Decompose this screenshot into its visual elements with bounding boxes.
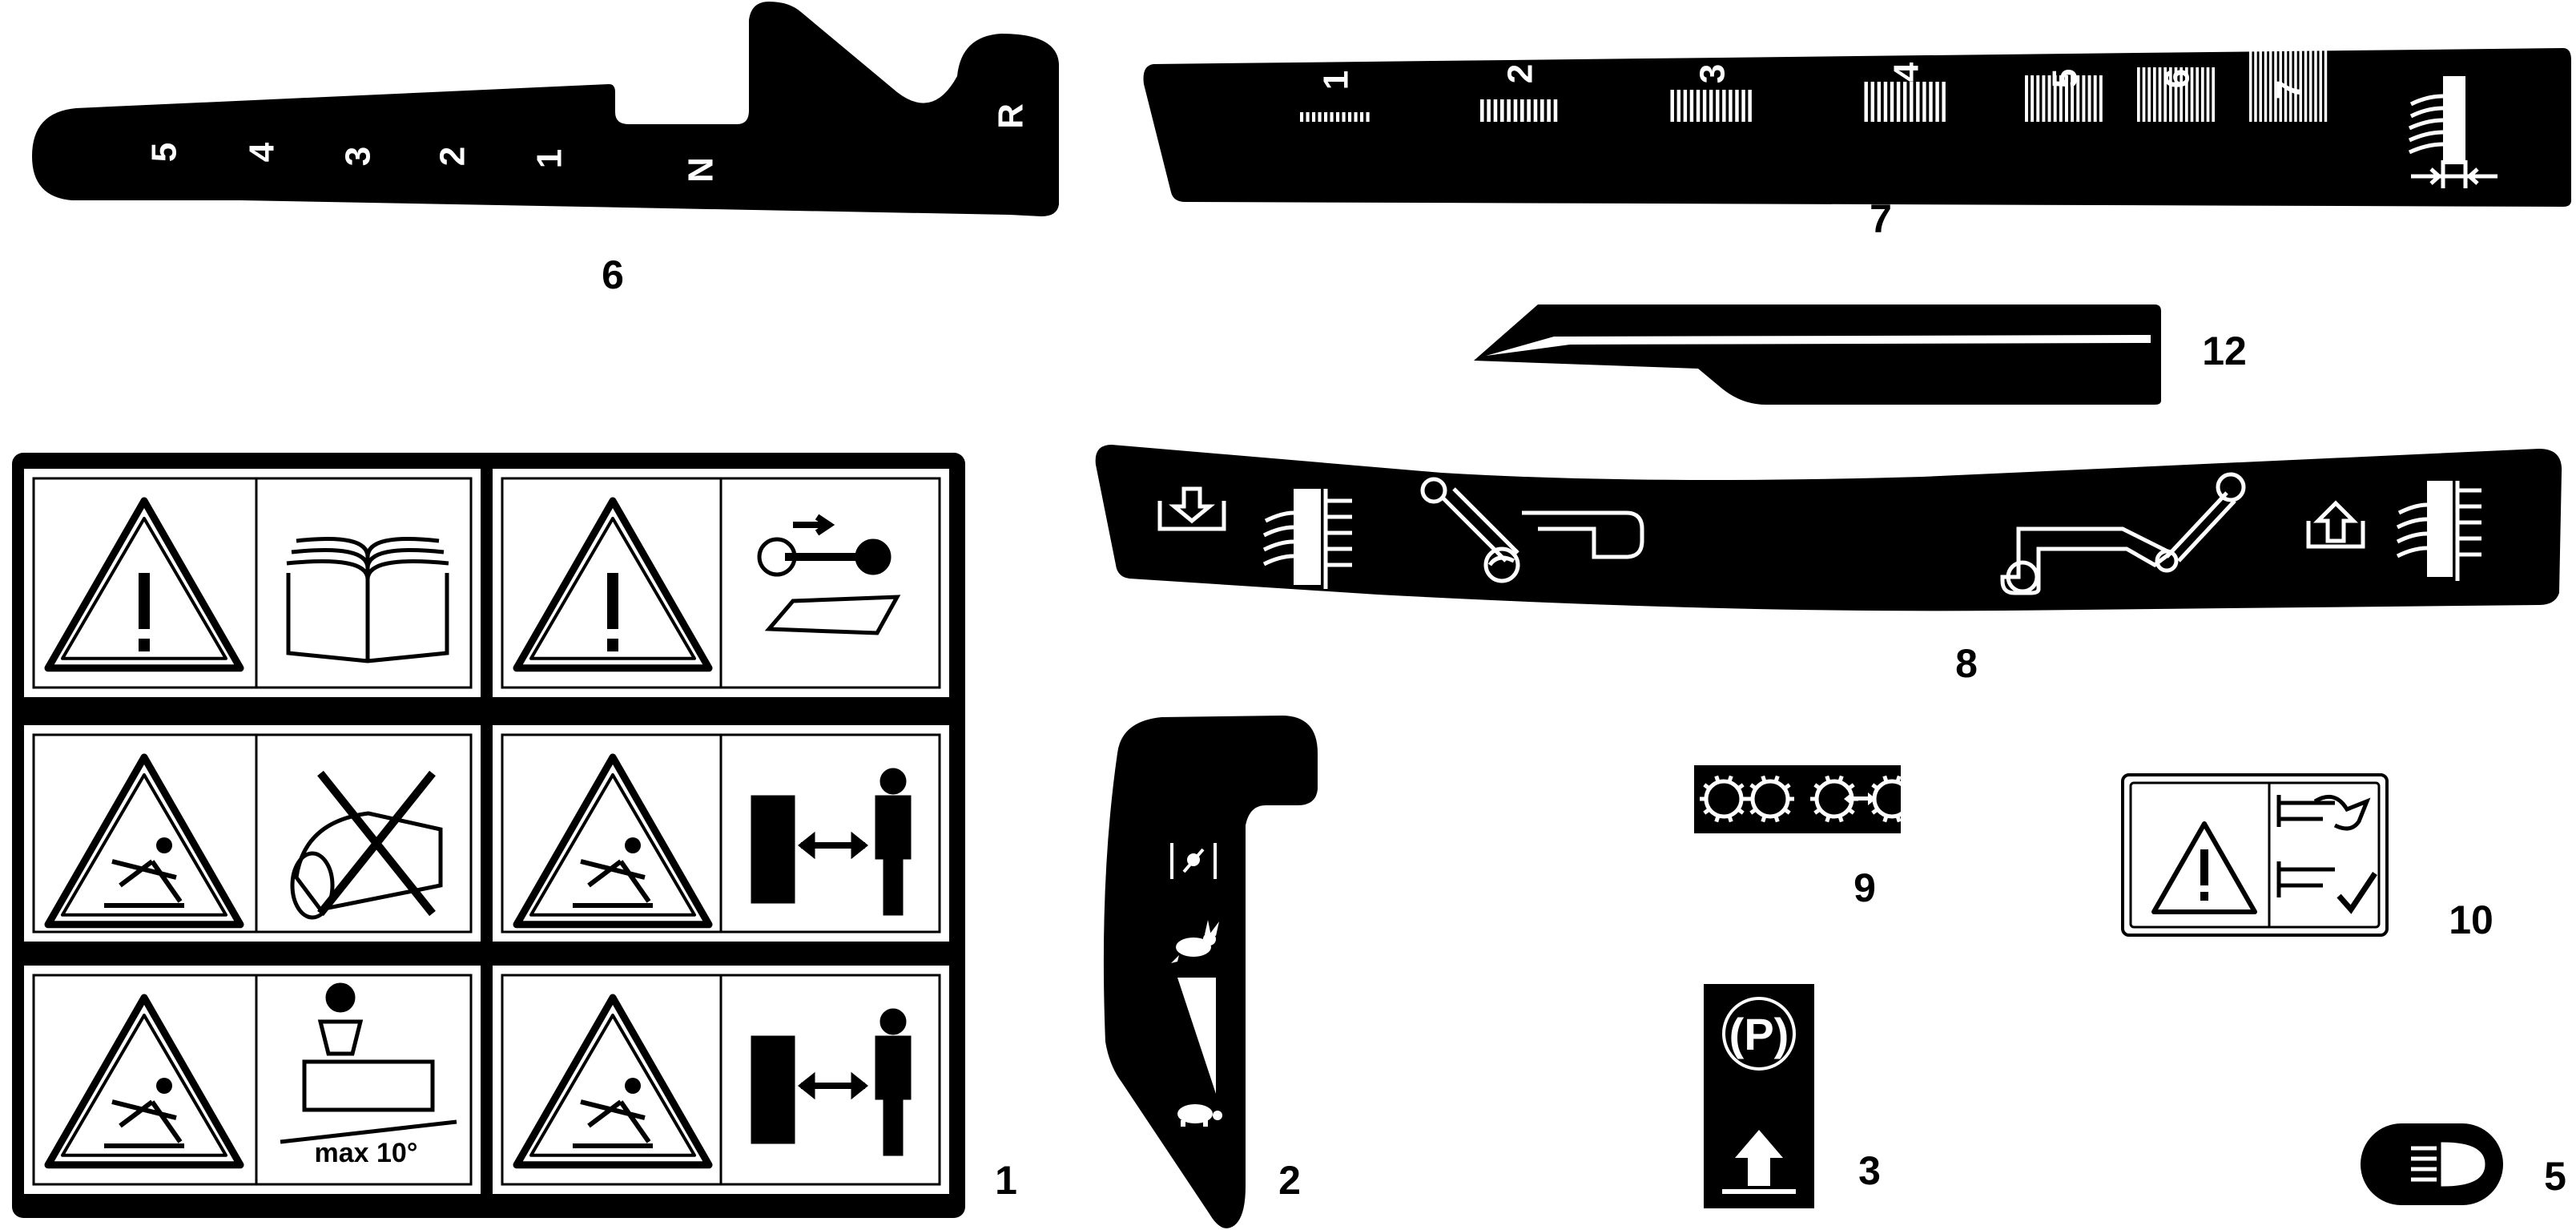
label-12: 12 — [2202, 329, 2247, 373]
label-6: 6 — [602, 252, 624, 297]
height-bar-group-7 — [2249, 50, 2328, 122]
safety-warning-decal: max 10° — [12, 453, 965, 1218]
headlight-decal — [2361, 1123, 2503, 1205]
height-bar-group-5 — [2025, 75, 2103, 122]
gear-icon-2 — [1746, 775, 1794, 823]
label-1: 1 — [995, 1158, 1017, 1203]
label-10: 10 — [2449, 897, 2493, 942]
label-8: 8 — [1955, 641, 1978, 686]
height-bar-group-4 — [1864, 82, 1946, 122]
warning-panel-2-2 — [493, 725, 949, 942]
lift-lever-left-icon — [1420, 477, 1644, 583]
blade-engage-icon — [2276, 794, 2377, 914]
height-bar-group-3 — [1670, 90, 1752, 122]
label-3: 3 — [1858, 1148, 1881, 1193]
gear-position-2: 2 — [433, 147, 473, 166]
speed-rabbit-icon — [1171, 920, 1219, 963]
gear-position-r: R — [992, 103, 1031, 129]
gear-position-n: N — [682, 157, 721, 183]
warning-triangle-icon — [513, 994, 713, 1169]
height-bar-group-1 — [1300, 112, 1370, 122]
warning-panel-1-1 — [24, 469, 481, 697]
parking-brake-icon: (P) — [1729, 1009, 1789, 1059]
drive-engagement-decal — [1694, 765, 1916, 833]
svg-text:3: 3 — [339, 147, 378, 166]
slope-rollover-icon — [280, 982, 457, 1144]
warning-triangle-icon — [2151, 821, 2257, 914]
gear-position-1: 1 — [530, 149, 570, 168]
deck-raise-icon — [2306, 500, 2365, 549]
blade-warning-decal — [2121, 773, 2389, 937]
lift-lever-right-icon — [2000, 472, 2246, 595]
throttle-speed-wedge — [1177, 978, 1216, 1094]
pull-arrow-icon — [1722, 1130, 1796, 1194]
height-setting-2: 2 — [1501, 64, 1540, 83]
gear-shift-decal: 5 4 3 2 1 N R — [32, 2, 1059, 216]
label-2: 2 — [1278, 1158, 1301, 1203]
thrown-object-icon — [290, 770, 443, 920]
warning-panel-1-2 — [493, 469, 949, 697]
svg-text:1: 1 — [530, 149, 570, 168]
height-bar-group-6 — [2137, 67, 2215, 122]
deck-lower-icon — [1157, 486, 1226, 531]
label-5: 5 — [2544, 1154, 2566, 1199]
bystander-distance-icon — [751, 1008, 912, 1156]
deck-height-right-icon — [2396, 481, 2481, 581]
deck-lift-decal — [1095, 445, 2562, 611]
warning-panel-3-1 — [24, 966, 481, 1194]
svg-text:R: R — [992, 103, 1031, 129]
height-setting-1: 1 — [1317, 71, 1356, 90]
height-setting-bars: 1234567 — [1300, 50, 2328, 122]
height-bar-group-2 — [1480, 99, 1558, 122]
choke-icon — [1170, 843, 1217, 879]
stripe-decal — [1474, 304, 2161, 405]
gear-icon-1 — [1700, 775, 1748, 823]
warning-triangle-icon — [513, 753, 713, 929]
svg-text:4: 4 — [243, 142, 282, 162]
gear-position-5: 5 — [145, 143, 184, 162]
throttle-decal — [1103, 716, 1318, 1228]
parking-brake-ring — [1722, 997, 1796, 1071]
headlight-icon — [2411, 1142, 2485, 1187]
warning-triangle-icon — [44, 994, 244, 1169]
svg-text:N: N — [682, 157, 721, 183]
gear-position-4: 4 — [243, 142, 282, 162]
bystander-distance-icon — [751, 768, 912, 916]
speed-turtle-icon — [1177, 1104, 1222, 1127]
height-setting-3: 3 — [1693, 64, 1733, 83]
label-9: 9 — [1854, 865, 1876, 910]
key-removal-icon — [757, 514, 901, 635]
height-indicator-icon — [2408, 76, 2498, 188]
svg-text:2: 2 — [433, 147, 473, 166]
parking-brake-decal: (P) — [1704, 984, 1814, 1208]
deck-height-left-icon — [1262, 489, 1352, 589]
warning-panel-2-1 — [24, 725, 481, 942]
cutting-height-decal: 1234567 — [1143, 48, 2571, 207]
slope-limit-text: max 10° — [315, 1138, 418, 1168]
height-setting-4: 4 — [1887, 62, 1926, 82]
gear-icons — [1700, 775, 1916, 823]
label-7: 7 — [1870, 196, 1892, 241]
double-arrow-icon — [1844, 792, 1876, 805]
warning-panel-3-2 — [493, 966, 949, 1194]
svg-text:5: 5 — [145, 143, 184, 162]
warning-triangle-icon — [44, 753, 244, 929]
manual-book-icon — [286, 537, 449, 663]
gear-position-3: 3 — [339, 147, 378, 166]
